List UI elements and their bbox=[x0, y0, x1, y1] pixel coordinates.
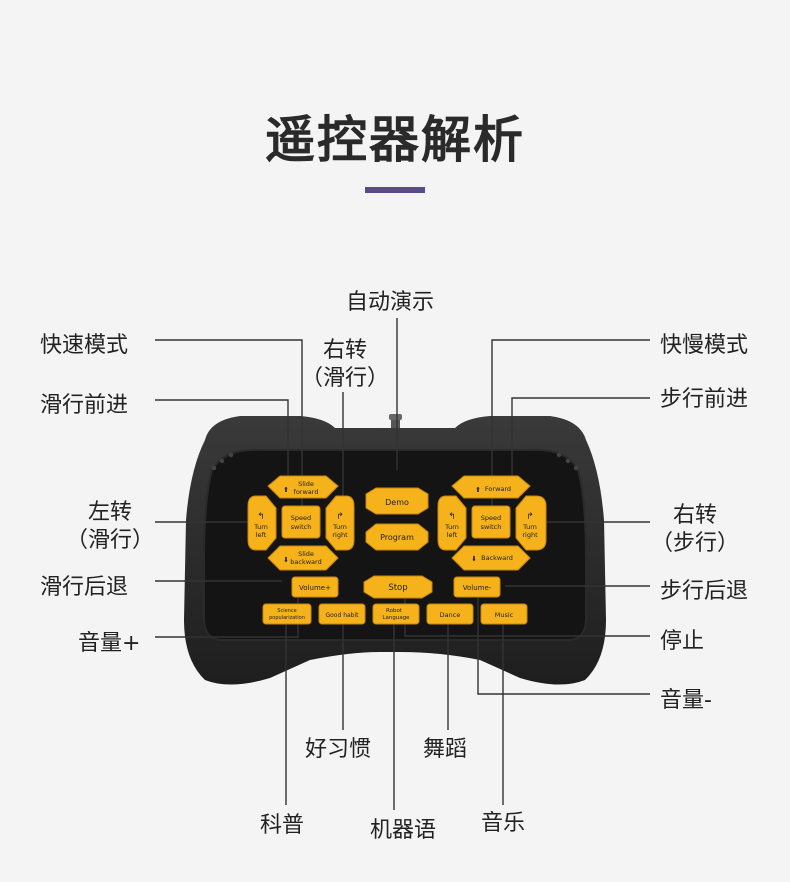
label-slide-forward: 滑行前进 bbox=[40, 393, 129, 418]
turn-left-label-2: left bbox=[256, 531, 267, 539]
label-science: 科普 bbox=[260, 813, 305, 838]
label-stop: 停止 bbox=[660, 629, 705, 654]
title-underline bbox=[365, 187, 425, 193]
music-button[interactable] bbox=[480, 603, 528, 625]
robot-language-label-1: Robot bbox=[386, 608, 403, 614]
speed-switch-left-label-2: switch bbox=[291, 523, 312, 531]
label-turn-right-step-1: 右转 bbox=[672, 503, 717, 528]
volume-minus-label: Volume- bbox=[463, 584, 492, 592]
backward-button[interactable] bbox=[451, 545, 531, 571]
stop-button[interactable] bbox=[363, 575, 433, 599]
label-turn-left-slide-2: （滑行） bbox=[65, 528, 154, 553]
stop-label: Stop bbox=[388, 583, 407, 593]
science-button[interactable] bbox=[262, 603, 312, 625]
turn-right-label-1: Turn bbox=[332, 523, 347, 531]
leader-step-forward bbox=[511, 397, 650, 488]
label-step-backward: 步行后退 bbox=[660, 579, 749, 604]
slide-backward-button[interactable] bbox=[267, 545, 339, 571]
leader-speed-mode bbox=[155, 339, 303, 520]
label-good-habit: 好习惯 bbox=[305, 737, 372, 762]
up-arrow-icon-right: ⬆ bbox=[475, 486, 481, 494]
label-auto-demo: 自动演示 bbox=[346, 290, 435, 315]
volume-plus-label: Volume+ bbox=[299, 584, 331, 592]
label-turn-right-slide-1: 右转 bbox=[322, 338, 367, 363]
leader-slide-forward bbox=[155, 399, 289, 488]
robot-language-label-2: Language bbox=[382, 615, 410, 621]
label-dance: 舞蹈 bbox=[423, 737, 468, 762]
down-arrow-icon-right: ⬇ bbox=[471, 555, 477, 563]
label-turn-right-step-2: （步行） bbox=[650, 531, 739, 556]
label-volume-down: 音量- bbox=[660, 688, 712, 713]
volume-plus-button[interactable] bbox=[291, 576, 339, 598]
turn-left-step-label-1: Turn bbox=[444, 523, 459, 531]
forward-button[interactable] bbox=[451, 475, 531, 499]
program-button[interactable] bbox=[365, 523, 429, 551]
label-turn-left-slide-1: 左转 bbox=[87, 500, 132, 525]
speed-switch-left-label-1: Speed bbox=[291, 514, 311, 522]
leader-volume-down bbox=[477, 590, 650, 695]
antenna bbox=[389, 414, 402, 434]
program-label: Program bbox=[380, 533, 414, 542]
dance-label: Dance bbox=[440, 611, 461, 619]
demo-label: Demo bbox=[385, 498, 409, 507]
slide-backward-label-1: Slide bbox=[298, 550, 314, 558]
label-robot-language: 机器语 bbox=[370, 818, 437, 843]
label-music: 音乐 bbox=[481, 811, 526, 836]
good-habit-button[interactable] bbox=[318, 603, 366, 625]
turn-right-step-label-2: right bbox=[522, 531, 538, 539]
turn-right-icon-right: ↱ bbox=[526, 512, 534, 522]
page-title: 遥控器解析 bbox=[265, 111, 525, 169]
speed-switch-right-label-2: switch bbox=[481, 523, 502, 531]
label-speed-mode: 快速模式 bbox=[40, 333, 129, 358]
speed-switch-right-button[interactable] bbox=[471, 505, 511, 539]
demo-button[interactable] bbox=[365, 487, 429, 515]
left-dpad: ⬆ Slide forward ↰ Turn left Speed switch… bbox=[247, 475, 355, 571]
slide-forward-button[interactable] bbox=[267, 475, 339, 499]
good-habit-label: Good habit bbox=[325, 612, 359, 619]
leader-lines bbox=[155, 318, 650, 810]
label-step-forward: 步行前进 bbox=[660, 387, 749, 412]
backward-label: Backward bbox=[481, 554, 513, 562]
turn-left-icon-right: ↰ bbox=[448, 512, 456, 522]
slide-forward-label-1: Slide bbox=[298, 480, 314, 488]
robot-language-button[interactable] bbox=[372, 603, 420, 625]
volume-row: Volume+ Volume- bbox=[291, 576, 501, 598]
label-volume-up: 音量+ bbox=[78, 631, 141, 656]
dance-button[interactable] bbox=[426, 603, 474, 625]
right-dpad: ⬆ Forward ↰ Turn left Speed switch ↱ Tur… bbox=[437, 475, 547, 571]
turn-right-label-2: right bbox=[332, 531, 348, 539]
speed-switch-right-label-1: Speed bbox=[481, 514, 501, 522]
turn-right-icon: ↱ bbox=[336, 512, 344, 522]
speed-switch-left-button[interactable] bbox=[281, 505, 321, 539]
turn-right-slide-button[interactable] bbox=[325, 495, 355, 551]
turn-right-step-label-1: Turn bbox=[522, 523, 537, 531]
turn-left-icon: ↰ bbox=[257, 512, 265, 522]
down-arrow-icon: ⬇ bbox=[283, 556, 289, 564]
leader-slow-mode bbox=[491, 339, 650, 520]
turn-left-step-label-2: left bbox=[447, 531, 458, 539]
science-label-2: popularization bbox=[269, 615, 305, 621]
science-label-1: Science bbox=[277, 608, 296, 614]
center-buttons: Demo Program Stop bbox=[363, 487, 433, 599]
music-label: Music bbox=[495, 611, 514, 619]
turn-left-slide-button[interactable] bbox=[247, 495, 277, 551]
bottom-row: Science popularization Good habit Robot … bbox=[262, 603, 528, 625]
label-slow-mode: 快慢模式 bbox=[660, 333, 749, 358]
label-turn-right-slide-2: （滑行） bbox=[300, 366, 389, 391]
slide-forward-label-2: forward bbox=[294, 488, 319, 496]
label-slide-backward: 滑行后退 bbox=[40, 575, 129, 600]
turn-left-step-button[interactable] bbox=[437, 495, 467, 551]
slide-backward-label-2: backward bbox=[290, 558, 321, 566]
forward-label: Forward bbox=[485, 485, 511, 493]
turn-right-step-button[interactable] bbox=[515, 495, 547, 551]
volume-minus-button[interactable] bbox=[453, 576, 501, 598]
turn-left-label-1: Turn bbox=[253, 523, 268, 531]
up-arrow-icon: ⬆ bbox=[283, 486, 289, 494]
